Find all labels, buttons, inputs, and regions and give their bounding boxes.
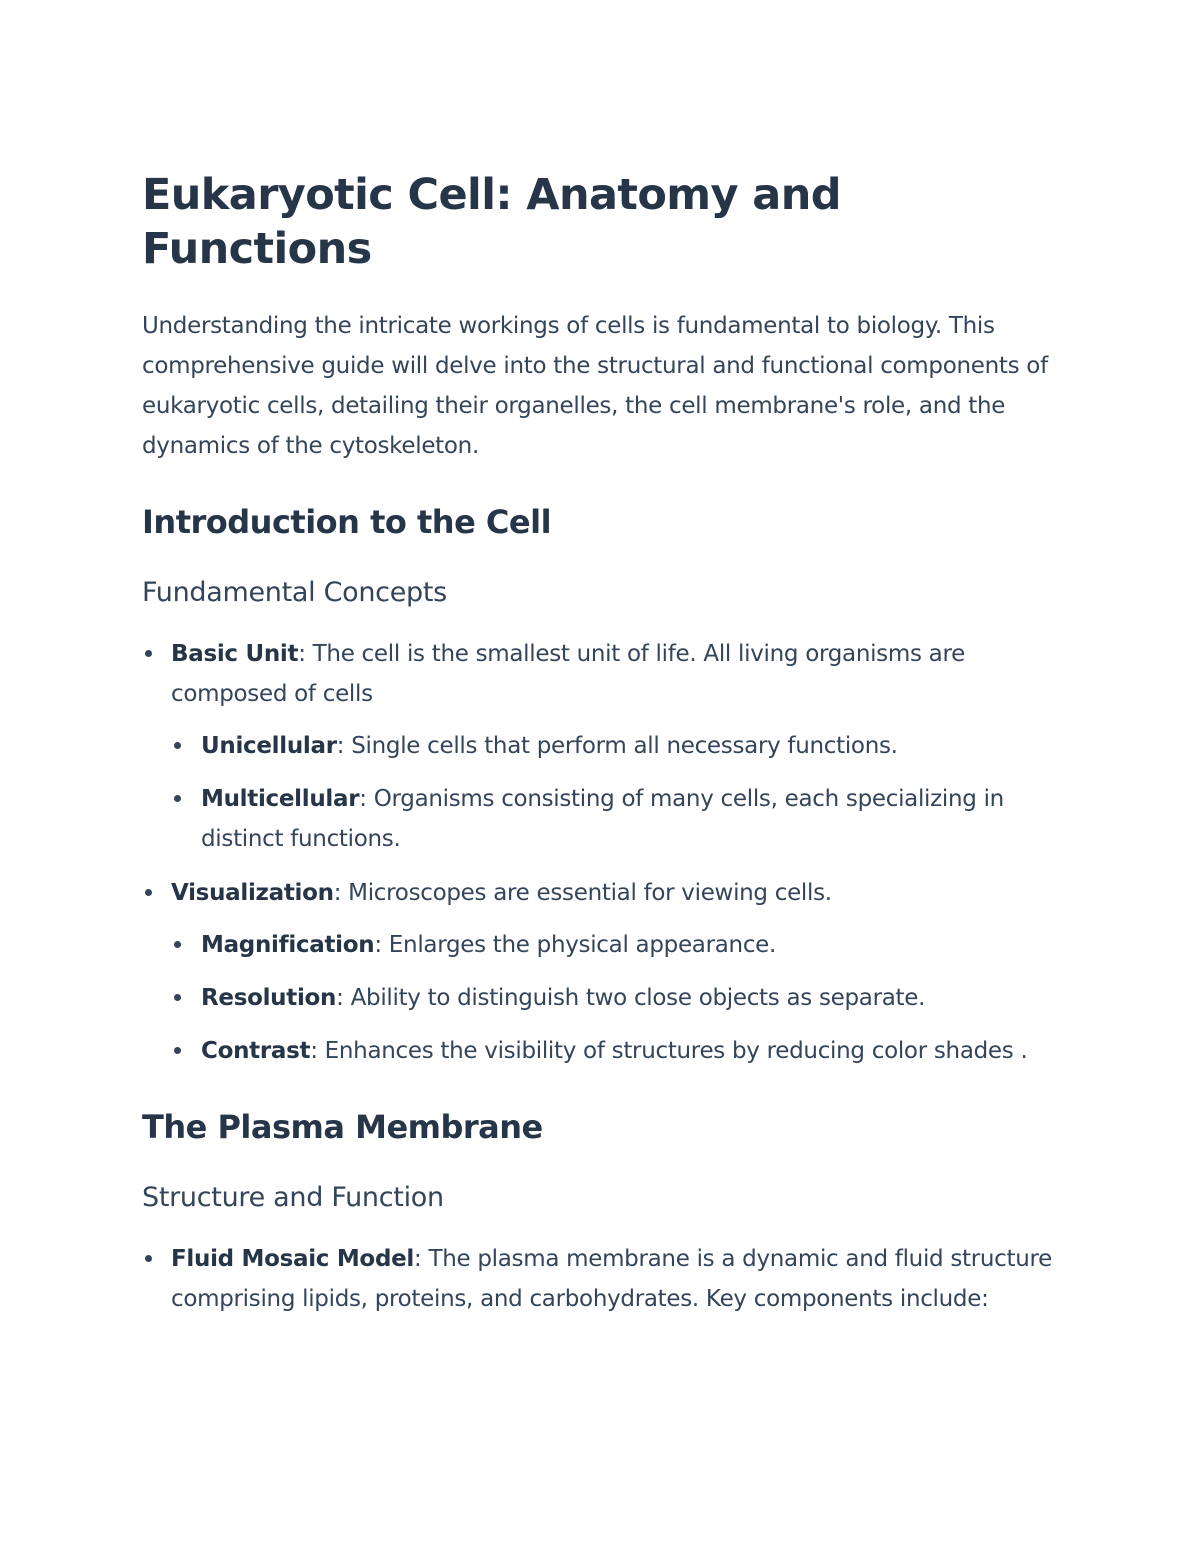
- list-item-text: : Organisms consisting of many cells, ea…: [201, 786, 1004, 852]
- list-item-text: : The plasma membrane is a dynamic and f…: [171, 1246, 1053, 1312]
- list-item-term: Basic Unit: [171, 641, 299, 667]
- section-heading: The Plasma Membrane: [142, 1108, 543, 1146]
- bullet-icon: [145, 650, 152, 657]
- list-item: Basic Unit: The cell is the smallest uni…: [142, 634, 1072, 859]
- section-subheading: Structure and Function: [142, 1182, 444, 1213]
- list-item: Multicellular: Organisms consisting of m…: [171, 779, 1072, 859]
- page-title: Eukaryotic Cell: Anatomy and Functions: [142, 170, 842, 274]
- nested-bullet-list: Magnification: Enlarges the physical app…: [171, 925, 1072, 1071]
- list-item-text: : Microscopes are essential for viewing …: [333, 880, 832, 906]
- bullet-icon: [145, 889, 152, 896]
- document-page: Eukaryotic Cell: Anatomy and Functions U…: [142, 168, 1072, 1319]
- bullet-icon: [145, 1255, 152, 1262]
- bullet-icon: [174, 941, 181, 948]
- list-item-text: : Enlarges the physical appearance.: [374, 932, 777, 958]
- bullet-icon: [174, 795, 181, 802]
- list-item-text: : The cell is the smallest unit of life.…: [171, 641, 965, 707]
- bullet-icon: [174, 1047, 181, 1054]
- list-item: Unicellular: Single cells that perform a…: [171, 726, 1072, 766]
- list-item-text: : Single cells that perform all necessar…: [336, 733, 898, 759]
- bullet-icon: [174, 742, 181, 749]
- list-item-term: Contrast: [201, 1038, 311, 1064]
- list-item: Resolution: Ability to distinguish two c…: [171, 978, 1072, 1018]
- bullet-list: Fluid Mosaic Model: The plasma membrane …: [142, 1239, 1072, 1319]
- bullet-icon: [174, 994, 181, 1001]
- list-item-text: : Enhances the visibility of structures …: [310, 1038, 1028, 1064]
- list-item-term: Visualization: [171, 880, 334, 906]
- list-item: Fluid Mosaic Model: The plasma membrane …: [142, 1239, 1072, 1319]
- intro-paragraph: Understanding the intricate workings of …: [142, 313, 1048, 459]
- list-item-term: Unicellular: [201, 733, 337, 759]
- list-item-term: Fluid Mosaic Model: [171, 1246, 414, 1272]
- nested-bullet-list: Unicellular: Single cells that perform a…: [171, 726, 1072, 859]
- list-item: Contrast: Enhances the visibility of str…: [171, 1031, 1072, 1071]
- list-item-term: Magnification: [201, 932, 375, 958]
- list-item: Magnification: Enlarges the physical app…: [171, 925, 1072, 965]
- list-item-text: : Ability to distinguish two close objec…: [336, 985, 926, 1011]
- section-heading: Introduction to the Cell: [142, 503, 552, 541]
- list-item-term: Resolution: [201, 985, 337, 1011]
- list-item: Visualization: Microscopes are essential…: [142, 873, 1072, 1071]
- section-subheading: Fundamental Concepts: [142, 577, 447, 608]
- list-item-term: Multicellular: [201, 786, 360, 812]
- bullet-list: Basic Unit: The cell is the smallest uni…: [142, 634, 1072, 1071]
